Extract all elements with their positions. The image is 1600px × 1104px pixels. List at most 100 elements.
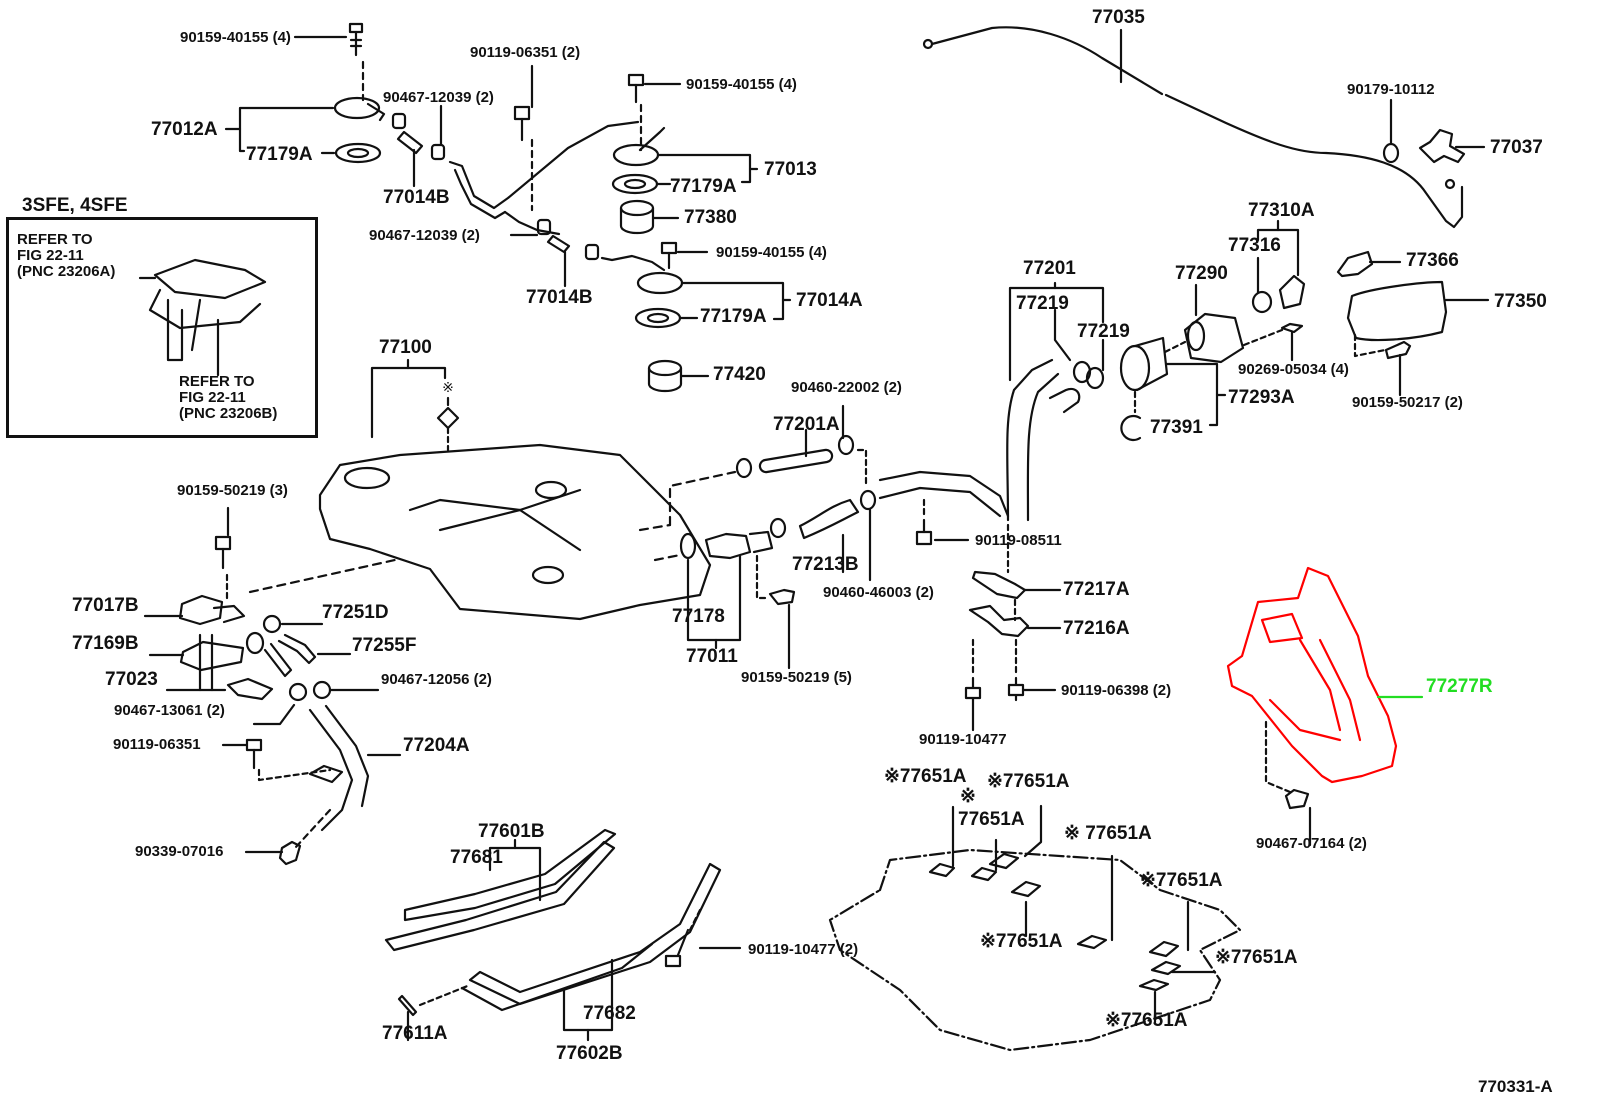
- inset-note-pnc-23206b[interactable]: REFER TO FIG 22-11 (PNC 23206B): [179, 374, 277, 421]
- part-label-90119-06398[interactable]: 90119-06398 (2): [1061, 682, 1172, 699]
- part-label-90159-40155-c[interactable]: 90159-40155 (4): [716, 244, 827, 261]
- part-label-77179A-b[interactable]: 77179A: [670, 176, 737, 197]
- part-label-77179A-c[interactable]: 77179A: [700, 306, 767, 327]
- part-label-77682[interactable]: 77682: [583, 1003, 636, 1024]
- part-label-77651A-8[interactable]: ※77651A: [1105, 1010, 1188, 1031]
- part-label-77651A-3-mark[interactable]: ※: [960, 786, 976, 807]
- gasket-77316[interactable]: [1251, 290, 1273, 314]
- part-label-77651A-1[interactable]: ※77651A: [884, 766, 967, 787]
- fuel-lid-77350[interactable]: [1346, 280, 1448, 342]
- part-label-77391[interactable]: 77391: [1150, 417, 1203, 438]
- part-label-77219[interactable]: 77219: [1016, 293, 1069, 314]
- grommet-90179-10112[interactable]: [1382, 142, 1400, 164]
- part-label-77169B[interactable]: 77169B: [72, 633, 139, 654]
- part-label-90159-40155-b[interactable]: 90159-40155 (4): [686, 76, 797, 93]
- part-label-77217A[interactable]: 77217A: [1063, 579, 1130, 600]
- part-label-90159-50219-5[interactable]: 90159-50219 (5): [741, 669, 852, 686]
- fuel-tank-77100[interactable]: [318, 443, 712, 621]
- part-label-77316[interactable]: 77316: [1228, 235, 1281, 256]
- pad-77651A-top[interactable]: [436, 406, 460, 430]
- part-label-77179A[interactable]: 77179A: [246, 144, 313, 165]
- hinge-77366[interactable]: [1336, 250, 1374, 278]
- clamp-90460-22002[interactable]: [837, 434, 855, 456]
- gasket-77179A-c[interactable]: [634, 307, 682, 329]
- hose-77201A[interactable]: [758, 448, 834, 474]
- strap-77602B[interactable]: [460, 862, 722, 1012]
- clip-90467-07164[interactable]: [1284, 788, 1310, 810]
- part-label-90467-12056[interactable]: 90467-12056 (2): [381, 671, 492, 688]
- gasket-77178[interactable]: [679, 532, 697, 560]
- screw-90159-50219-5[interactable]: [768, 588, 796, 606]
- bolt-90119-06351[interactable]: [513, 105, 531, 142]
- part-label-77178[interactable]: 77178: [672, 606, 725, 627]
- part-label-77681[interactable]: 77681: [450, 847, 503, 868]
- part-label-77420[interactable]: 77420: [713, 364, 766, 385]
- part-label-90467-12039-b[interactable]: 90467-12039 (2): [369, 227, 480, 244]
- protector-77277R[interactable]: [1226, 566, 1398, 784]
- part-label-77601B[interactable]: 77601B: [478, 821, 545, 842]
- sender-plate-77013[interactable]: [612, 126, 666, 167]
- bracket-77217A[interactable]: [971, 570, 1027, 600]
- part-label-77216A[interactable]: 77216A: [1063, 618, 1130, 639]
- filler-base-77290[interactable]: [1183, 312, 1245, 364]
- part-label-77651A-3[interactable]: 77651A: [958, 809, 1025, 830]
- part-label-77100[interactable]: 77100: [379, 337, 432, 358]
- bolt-90119-08511[interactable]: [915, 518, 933, 546]
- part-label-90159-50217[interactable]: 90159-50217 (2): [1352, 394, 1463, 411]
- filter-77380[interactable]: [619, 199, 655, 235]
- bolt-90119-10477-2[interactable]: [664, 928, 690, 968]
- hose-77213B[interactable]: [798, 498, 860, 540]
- clamp-left-77201A[interactable]: [735, 457, 753, 479]
- part-label-90339-07016[interactable]: 90339-07016: [135, 843, 224, 860]
- bolt-90159-50219-3[interactable]: [214, 535, 232, 570]
- bolt-90119-06398[interactable]: [1007, 676, 1025, 702]
- part-label-77012A[interactable]: 77012A: [151, 119, 218, 140]
- fuel-cap-77300[interactable]: [1278, 274, 1306, 310]
- part-label-90119-06351[interactable]: 90119-06351: [113, 736, 201, 753]
- clamp-90460-46003[interactable]: [859, 489, 877, 511]
- bolt-90159-40155-c[interactable]: [660, 241, 678, 270]
- part-label-77219-b[interactable]: 77219: [1077, 321, 1130, 342]
- screw-90159-50217[interactable]: [1384, 340, 1412, 360]
- part-label-90460-46003[interactable]: 90460-46003 (2): [823, 584, 934, 601]
- part-label-77651A-2[interactable]: ※77651A: [987, 771, 1070, 792]
- part-label-90119-06351-2[interactable]: 90119-06351 (2): [470, 44, 581, 61]
- part-label-77602B[interactable]: 77602B: [556, 1043, 623, 1064]
- part-label-90467-07164[interactable]: 90467-07164 (2): [1256, 835, 1367, 852]
- filler-housing-77293A[interactable]: [1119, 336, 1169, 392]
- part-label-90159-50219-3[interactable]: 90159-50219 (3): [177, 482, 288, 499]
- part-label-77651A-5[interactable]: ※77651A: [1140, 870, 1223, 891]
- part-label-90467-12039[interactable]: 90467-12039 (2): [383, 89, 494, 106]
- clamp-77251D[interactable]: [245, 614, 282, 655]
- clamp-77219[interactable]: [1072, 360, 1105, 390]
- part-label-77023[interactable]: 77023: [105, 669, 158, 690]
- strap-77601B[interactable]: [384, 828, 617, 952]
- fuel-pipe-77204A[interactable]: [308, 704, 370, 832]
- part-label-77017B[interactable]: 77017B: [72, 595, 139, 616]
- part-label-90467-13061[interactable]: 90467-13061 (2): [114, 702, 225, 719]
- filter-77420[interactable]: [647, 359, 683, 393]
- part-label-77037[interactable]: 77037: [1490, 137, 1543, 158]
- bolt-90159-40155[interactable]: [348, 22, 364, 57]
- sender-plate-77012A[interactable]: [333, 96, 386, 122]
- part-label-77201[interactable]: 77201: [1023, 258, 1076, 279]
- filler-nipple-77011[interactable]: [704, 530, 774, 560]
- part-label-90159-40155[interactable]: 90159-40155 (4): [180, 29, 291, 46]
- sender-plate-77014A[interactable]: [636, 271, 684, 295]
- part-label-77014A[interactable]: 77014A: [796, 290, 863, 311]
- pin-77611A[interactable]: [397, 994, 418, 1017]
- gasket-77169B[interactable]: [179, 633, 245, 692]
- gasket-77179A-b[interactable]: [611, 173, 659, 195]
- part-label-77014B-b[interactable]: 77014B: [526, 287, 593, 308]
- part-label-77310A[interactable]: 77310A: [1248, 200, 1315, 221]
- filler-pipe-77201[interactable]: [878, 358, 1081, 522]
- bolt-90119-10477[interactable]: [964, 676, 982, 702]
- part-label-77651A-7[interactable]: ※77651A: [1215, 947, 1298, 968]
- clamp-small[interactable]: [769, 517, 787, 539]
- gasket-77179A[interactable]: [334, 142, 382, 164]
- part-label-90119-10477[interactable]: 90119-10477: [919, 731, 1007, 748]
- screw-90269-05034[interactable]: [1280, 322, 1304, 334]
- part-label-77251D[interactable]: 77251D: [322, 602, 389, 623]
- bracket-pipe-clamp[interactable]: [308, 764, 344, 784]
- part-label-77255F[interactable]: 77255F: [352, 635, 417, 656]
